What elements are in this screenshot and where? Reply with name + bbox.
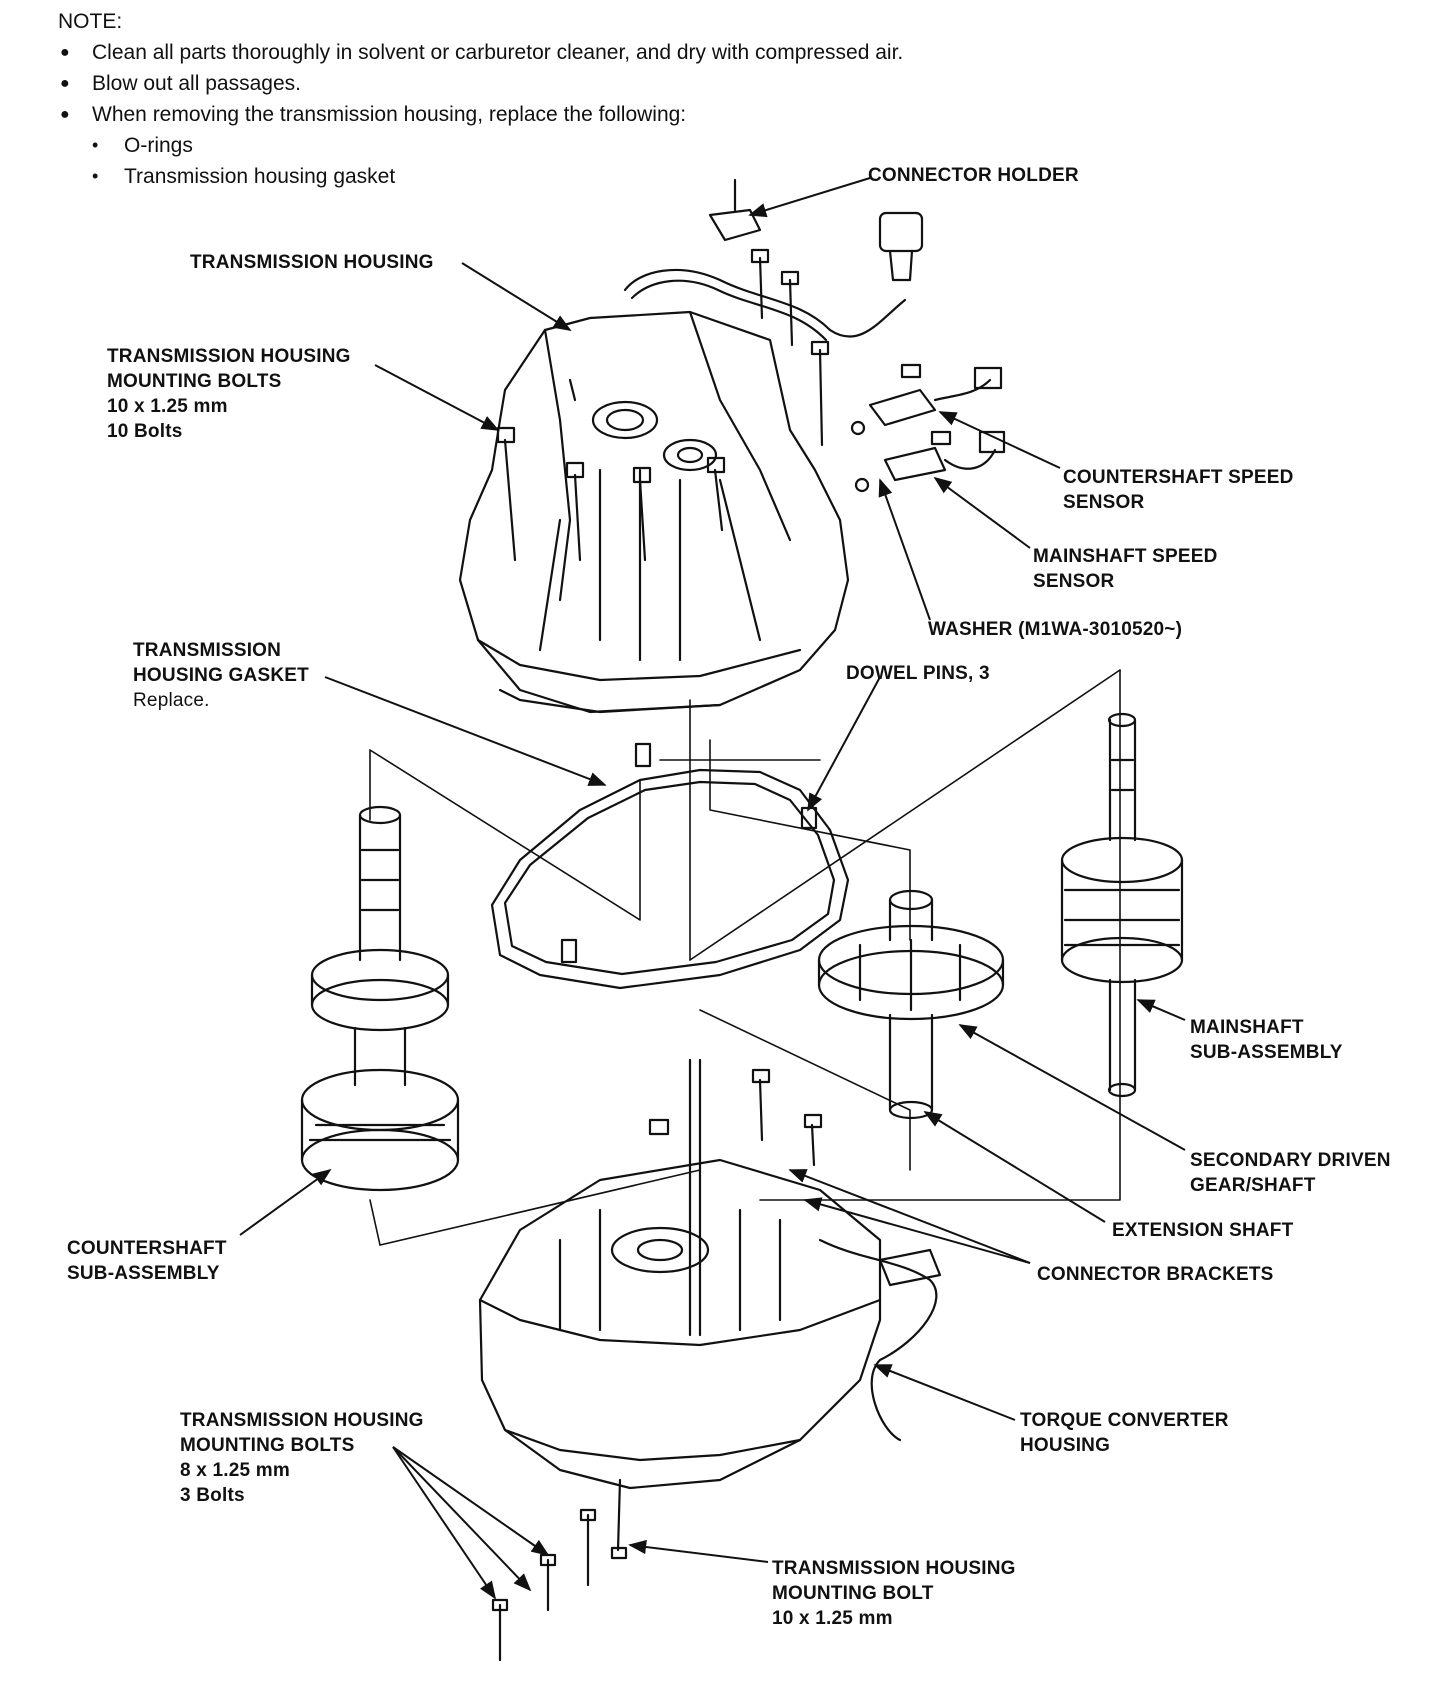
label-line: TRANSMISSION HOUSING: [180, 1410, 424, 1431]
label-line: MOUNTING BOLTS: [180, 1435, 355, 1456]
label-line: SENSOR: [1063, 492, 1145, 513]
label-housing-gasket: TRANSMISSION HOUSING GASKET Replace.: [133, 638, 309, 713]
note-list: Clean all parts thoroughly in solvent or…: [58, 37, 903, 192]
label-line: TORQUE CONVERTER: [1020, 1410, 1229, 1431]
label-line: SUB-ASSEMBLY: [67, 1263, 220, 1284]
note-bullet: Blow out all passages.: [58, 68, 903, 99]
label-line: TRANSMISSION: [133, 640, 282, 661]
label-washer: WASHER (M1WA-3010520~): [928, 619, 1183, 640]
label-countershaft-sub-assembly: COUNTERSHAFT SUB-ASSEMBLY: [67, 1236, 227, 1286]
label-line: Replace.: [133, 690, 210, 711]
note-sub-bullet: Transmission housing gasket: [58, 161, 903, 192]
label-line: MOUNTING BOLT: [772, 1583, 934, 1604]
label-line: MAINSHAFT SPEED: [1033, 546, 1218, 567]
label-housing-bolts-top: TRANSMISSION HOUSING MOUNTING BOLTS 10 x…: [107, 344, 351, 444]
label-transmission-housing: TRANSMISSION HOUSING: [190, 252, 434, 273]
label-torque-converter-housing: TORQUE CONVERTER HOUSING: [1020, 1408, 1229, 1458]
note-heading: NOTE:: [58, 10, 123, 33]
label-connector-brackets: CONNECTOR BRACKETS: [1037, 1264, 1274, 1285]
label-line: 3 Bolts: [180, 1485, 245, 1506]
transmission-housing-part: [458, 178, 1006, 714]
label-housing-bolts-bottom: TRANSMISSION HOUSING MOUNTING BOLTS 8 x …: [180, 1408, 424, 1508]
label-dowel-pins: DOWEL PINS, 3: [846, 663, 990, 684]
note-block: NOTE: Clean all parts thoroughly in solv…: [58, 6, 903, 192]
label-line: MAINSHAFT: [1190, 1017, 1304, 1038]
note-sub-bullet: O-rings: [58, 130, 903, 161]
note-bullet: Clean all parts thoroughly in solvent or…: [58, 37, 903, 68]
label-countershaft-speed-sensor: COUNTERSHAFT SPEED SENSOR: [1063, 465, 1294, 515]
label-extension-shaft: EXTENSION SHAFT: [1112, 1220, 1294, 1241]
label-line: SENSOR: [1033, 571, 1115, 592]
projection-lines: [369, 669, 1121, 1246]
label-line: TRANSMISSION HOUSING: [772, 1558, 1016, 1579]
label-line: COUNTERSHAFT SPEED: [1063, 467, 1294, 488]
label-line: HOUSING GASKET: [133, 665, 309, 686]
label-line: SECONDARY DRIVEN: [1190, 1150, 1391, 1171]
label-line: 8 x 1.25 mm: [180, 1460, 290, 1481]
label-line: 10 x 1.25 mm: [107, 396, 228, 417]
label-line: 10 Bolts: [107, 421, 183, 442]
torque-converter-housing-part: [478, 1058, 942, 1662]
leader-lines: [239, 177, 1186, 1600]
label-line: TRANSMISSION HOUSING: [107, 346, 351, 367]
label-mainshaft-sub-assembly: MAINSHAFT SUB-ASSEMBLY: [1190, 1015, 1343, 1065]
secondary-driven-gear-part: [817, 889, 1005, 1120]
label-secondary-driven-gear: SECONDARY DRIVEN GEAR/SHAFT: [1190, 1148, 1391, 1198]
label-line: 10 x 1.25 mm: [772, 1608, 893, 1629]
label-line: HOUSING: [1020, 1435, 1111, 1456]
note-bullet: When removing the transmission housing, …: [58, 99, 903, 130]
label-line: GEAR/SHAFT: [1190, 1175, 1316, 1196]
countershaft-part: [300, 805, 460, 1192]
label-line: COUNTERSHAFT: [67, 1238, 227, 1259]
housing-gasket-part: [490, 742, 850, 990]
label-line: MOUNTING BOLTS: [107, 371, 282, 392]
mainshaft-part: [1060, 712, 1184, 1098]
label-connector-holder: CONNECTOR HOLDER: [868, 165, 1079, 186]
label-line: SUB-ASSEMBLY: [1190, 1042, 1343, 1063]
label-housing-bolt-single: TRANSMISSION HOUSING MOUNTING BOLT 10 x …: [772, 1556, 1016, 1631]
label-mainshaft-speed-sensor: MAINSHAFT SPEED SENSOR: [1033, 544, 1218, 594]
